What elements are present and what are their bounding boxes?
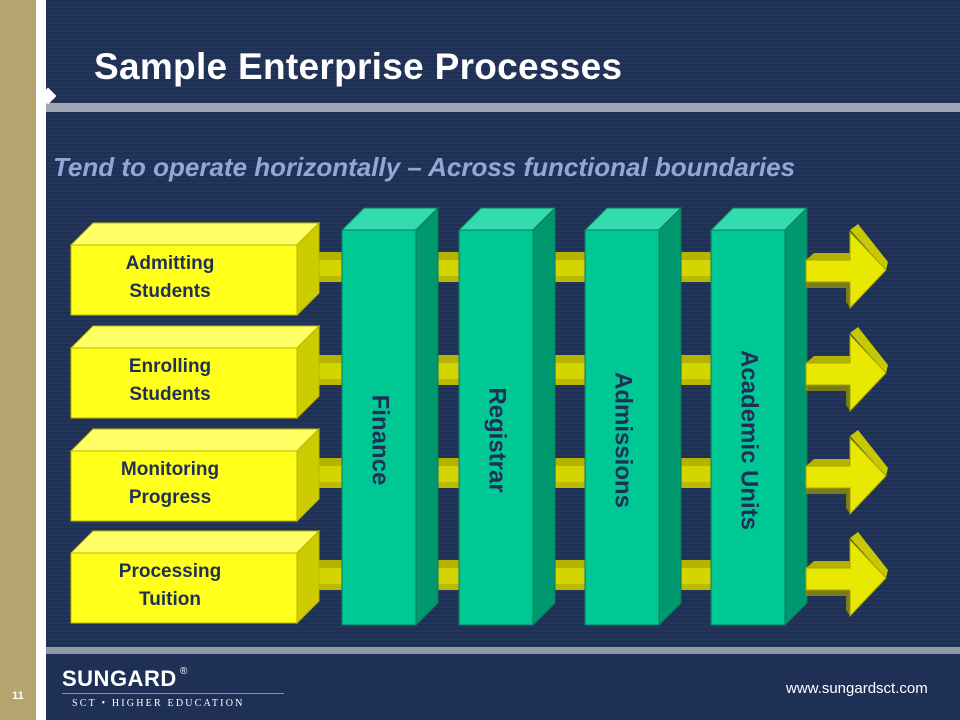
page-number: 11 [12, 690, 24, 702]
process-label-line1: Enrolling [129, 356, 211, 377]
function-column: Finance [340, 206, 440, 627]
website-url: www.sungardsct.com [786, 680, 928, 697]
function-label: Admissions [610, 372, 637, 508]
process-label-line2: Students [129, 384, 210, 405]
left-edge [36, 0, 46, 720]
function-column: Admissions [583, 206, 683, 627]
columns-layer: Finance Registrar Admissions Academic Units [340, 206, 809, 627]
process-label-line2: Tuition [139, 589, 201, 610]
function-label: Registrar [484, 387, 511, 492]
process-label-line2: Students [129, 281, 210, 302]
function-label: Finance [367, 395, 394, 486]
title-divider [46, 103, 960, 112]
function-column: Academic Units [709, 206, 809, 627]
function-column: Registrar [457, 206, 557, 627]
footer-divider [46, 647, 960, 654]
exit-arrow [805, 327, 888, 413]
exit-arrow [805, 224, 888, 310]
process-label-line1: Monitoring [121, 459, 219, 480]
logo-tagline: SCT • HIGHER EDUCATION [72, 698, 245, 709]
sungard-logo: SUNGARD [62, 666, 177, 691]
slide-subtitle: Tend to operate horizontally – Across fu… [53, 152, 796, 182]
function-label: Academic Units [736, 350, 763, 530]
arrows-layer [805, 224, 888, 618]
process-label-line2: Progress [129, 487, 211, 508]
logo-underline [62, 693, 284, 694]
footer [46, 654, 960, 720]
slide-title: Sample Enterprise Processes [94, 46, 623, 87]
process-label-line1: Processing [119, 561, 221, 582]
process-label-line1: Admitting [126, 253, 215, 274]
processes-layer: AdmittingStudentsEnrollingStudentsMonito… [69, 221, 321, 625]
registered-mark: ® [180, 666, 188, 677]
exit-arrow [805, 532, 888, 618]
exit-arrow [805, 430, 888, 516]
left-accent-strip [0, 0, 36, 720]
